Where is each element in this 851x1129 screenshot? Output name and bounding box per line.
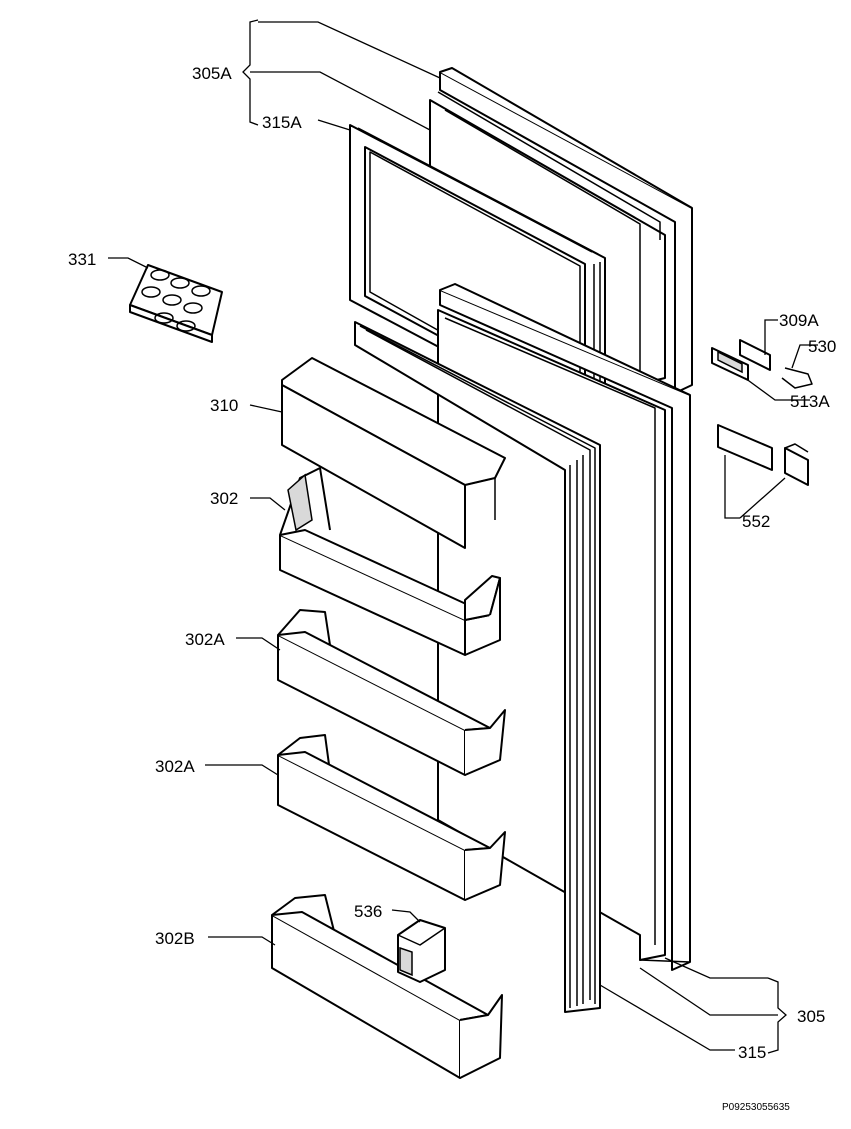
- bottle-retainer: [397, 919, 446, 983]
- label-331: 331: [68, 250, 96, 269]
- label-315a: 315A: [262, 113, 302, 132]
- egg-tray: [129, 264, 223, 343]
- bracket-parts: [717, 424, 809, 486]
- leader-lines: [108, 19, 818, 1054]
- label-302a-lower: 302A: [155, 757, 195, 776]
- fridge-door-gasket: [354, 321, 601, 1013]
- label-302b: 302B: [155, 929, 195, 948]
- bottle-shelf-302b: [271, 894, 503, 1079]
- label-513a: 513A: [790, 392, 830, 411]
- hinge-parts: [711, 339, 813, 389]
- door-shelf-302a-lower: [277, 734, 506, 901]
- part-callouts: 305A 315A 331 310 302 302A 302A 302B 536…: [68, 64, 836, 1113]
- label-536: 536: [354, 902, 382, 921]
- door-shelf-302: [279, 467, 501, 656]
- label-305: 305: [797, 1007, 825, 1026]
- dairy-compartment-flap: [281, 357, 506, 549]
- label-310: 310: [210, 396, 238, 415]
- reference-code: P09253055635: [722, 1102, 790, 1113]
- label-309a: 309A: [779, 311, 819, 330]
- label-552: 552: [742, 512, 770, 531]
- label-530: 530: [808, 337, 836, 356]
- label-315: 315: [738, 1043, 766, 1062]
- label-302a-upper: 302A: [185, 630, 225, 649]
- door-shelf-302a-upper: [277, 609, 506, 776]
- label-305a: 305A: [192, 64, 232, 83]
- label-302: 302: [210, 489, 238, 508]
